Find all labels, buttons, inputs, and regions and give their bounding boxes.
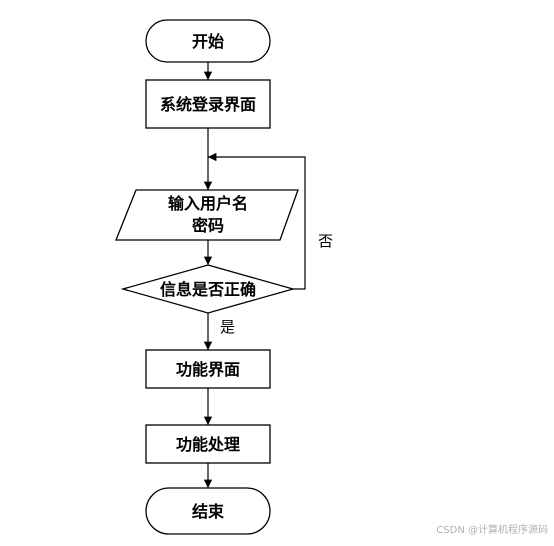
func-proc-label: 功能处理	[176, 435, 240, 454]
check-label: 信息是否正确	[160, 280, 256, 299]
func-page-node: 功能界面	[145, 349, 271, 389]
input-label-line2: 密码	[191, 216, 224, 235]
end-label: 结束	[191, 502, 225, 521]
login-label: 系统登录界面	[160, 95, 256, 114]
login-node: 系统登录界面	[145, 79, 271, 129]
check-node: 信息是否正确	[120, 264, 296, 314]
watermark-text: CSDN @计算机程序源码	[436, 523, 548, 536]
yes-label: 是	[220, 318, 235, 336]
input-label-line1: 输入用户名	[168, 194, 248, 213]
start-node: 开始	[145, 19, 271, 63]
start-label: 开始	[192, 32, 224, 51]
end-node: 结束	[145, 487, 271, 535]
no-label: 否	[318, 232, 333, 250]
input-node: 输入用户名 密码	[115, 189, 299, 241]
edge-check-no	[208, 152, 306, 290]
func-page-label: 功能界面	[176, 360, 240, 379]
func-proc-node: 功能处理	[145, 424, 271, 464]
